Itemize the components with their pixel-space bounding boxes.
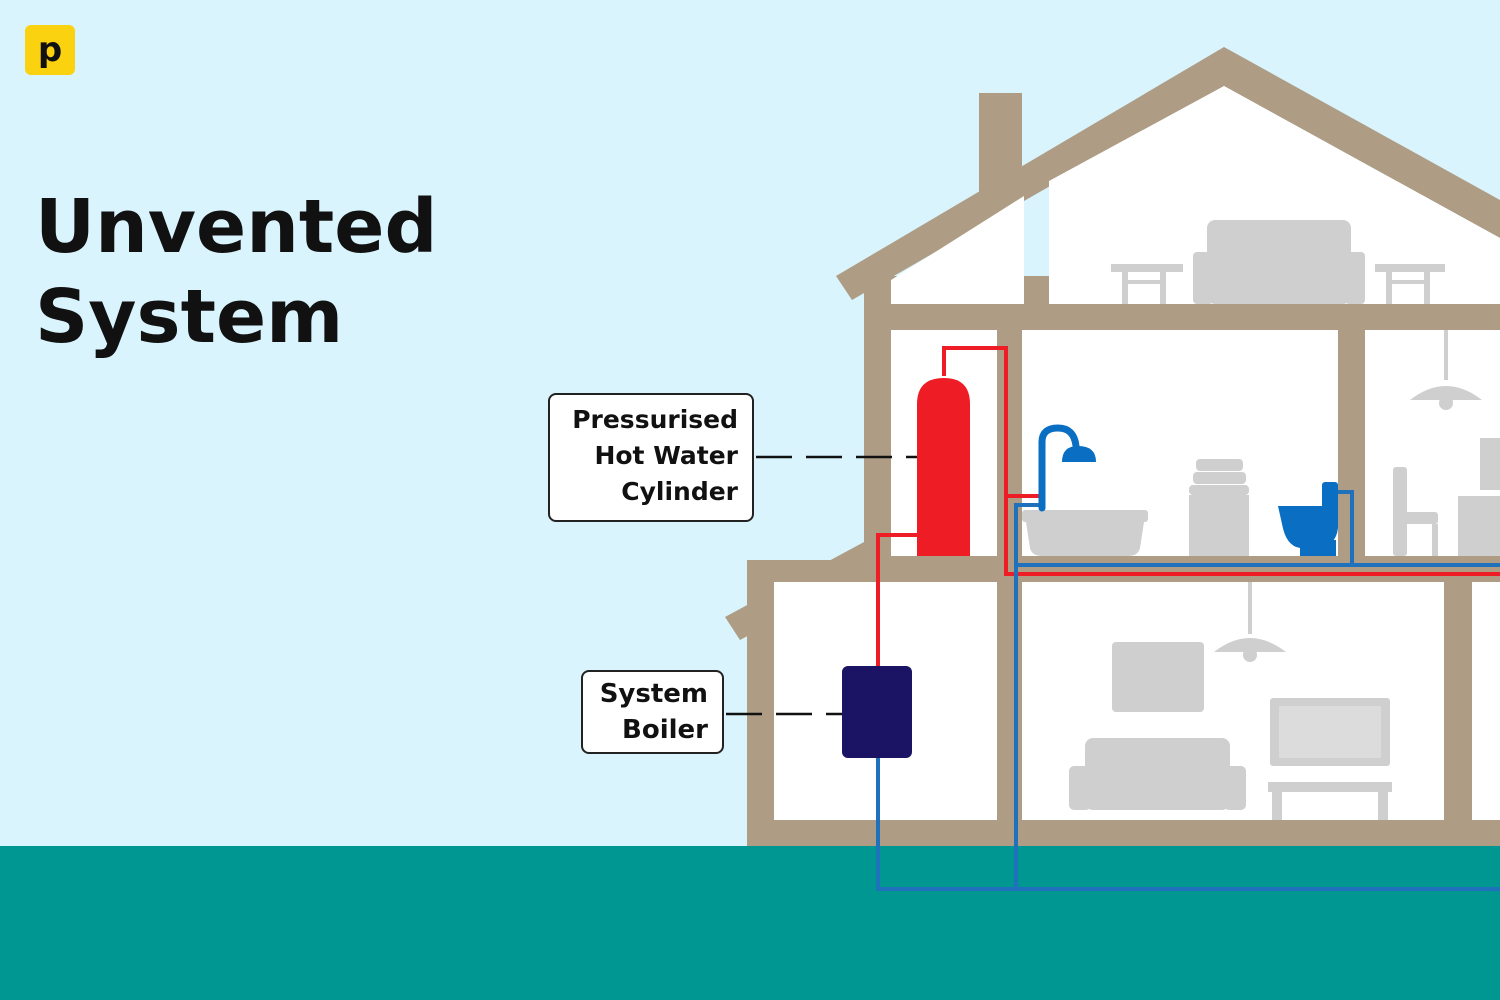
boiler-flow-pipe — [876, 533, 922, 666]
television — [1270, 698, 1390, 766]
wall-picture-living — [1112, 642, 1204, 712]
bedroom-dresser — [1458, 496, 1500, 556]
shower-head — [1062, 446, 1096, 462]
hot-water-cylinder — [917, 378, 970, 556]
mains-riser-pipe — [1014, 503, 1040, 889]
ceiling-lamp-upper — [1410, 330, 1482, 410]
page-title: Unvented System — [35, 182, 437, 362]
attic-room-left — [891, 196, 1024, 304]
ceiling-lamp-lower — [1214, 582, 1286, 662]
attic-side-table-left — [1111, 264, 1183, 304]
title-line-1: Unvented — [35, 184, 438, 270]
boiler-callout: System Boiler — [581, 670, 724, 754]
cylinder-callout: Pressurised Hot Water Cylinder — [548, 393, 754, 522]
main-roof — [836, 47, 1500, 300]
hot-water-pipes — [876, 346, 1500, 666]
leader-lines — [726, 455, 917, 716]
boiler-label-line-2: Boiler — [622, 715, 708, 745]
shower — [1038, 424, 1080, 512]
boiler-label-line-1: System — [599, 679, 708, 709]
attic-room-right — [1049, 86, 1500, 304]
tv-stand — [1268, 782, 1392, 820]
cylinder-outlet-pipe — [942, 346, 1500, 576]
cylinder-label-line-3: Cylinder — [621, 477, 738, 506]
attic-sofa — [1193, 220, 1365, 304]
bedroom-chair — [1393, 467, 1438, 556]
side-room — [1472, 582, 1500, 820]
title-line-2: System — [35, 274, 344, 360]
bathtub — [1022, 510, 1148, 556]
cylinder-label-line-1: Pressurised — [572, 405, 738, 434]
ground — [0, 846, 1500, 1000]
system-boiler — [842, 666, 912, 758]
living-sofa — [1069, 738, 1246, 810]
attic-side-table-right — [1375, 264, 1445, 304]
brand-logo: p — [25, 25, 75, 75]
toilet — [1278, 482, 1338, 556]
boiler-return-pipe — [876, 758, 1500, 891]
furniture — [1022, 220, 1500, 820]
towel-stack — [1189, 459, 1249, 556]
cylinder-label-line-2: Hot Water — [594, 441, 738, 470]
wall-picture-bedroom — [1480, 438, 1500, 490]
cold-water-pipes — [876, 490, 1500, 891]
